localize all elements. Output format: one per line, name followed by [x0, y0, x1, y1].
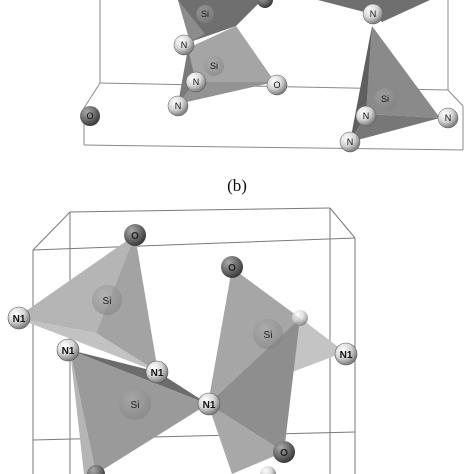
atom-partial-bottom: [87, 465, 105, 474]
atom-label: Si: [381, 94, 389, 104]
atom-o-bottom-mid: O: [221, 256, 243, 278]
atom-n-top-c: N: [167, 95, 189, 117]
atom-n1-left: N1: [7, 306, 31, 330]
si-tetrahedron-bottom-left: [16, 235, 158, 372]
atom-n-top-g: N: [437, 107, 459, 129]
atom-o-top-left: O: [80, 106, 100, 126]
atom-label: N1: [62, 346, 75, 357]
atom-n-top-b: N: [185, 71, 207, 93]
atom-si-bottom-lower: Si: [119, 388, 151, 420]
panel-bottom-structure: Si Si Si N1 N1 N1 N1 N1: [7, 207, 358, 474]
atom-label: N1: [340, 350, 353, 361]
atom-label: N: [363, 111, 370, 121]
atom-n1-center: N1: [197, 392, 221, 416]
atom-o-bottom-top: O: [124, 224, 146, 246]
atom-si-top-left-inner: Si: [204, 56, 224, 76]
atom-si-bottom-left: Si: [92, 285, 122, 315]
atom-o-bottom-lower: O: [273, 441, 295, 463]
atom-label: O: [228, 263, 236, 274]
atom-n-top-d: N: [362, 3, 384, 25]
atom-label: O: [86, 111, 93, 121]
atom-label: O: [273, 80, 280, 90]
atom-si-top-right: Si: [374, 88, 396, 110]
atom-si-bottom-right: Si: [253, 319, 283, 349]
atom-n1-center-left: N1: [145, 360, 169, 384]
atom-label: N1: [151, 368, 164, 379]
atom-partial-top: [257, 0, 273, 8]
atom-label: N: [445, 113, 452, 123]
atom-n1-left-lower: N1: [56, 338, 80, 362]
atom-label: Si: [210, 61, 218, 71]
atom-label: N: [175, 101, 182, 111]
atom-o-top-right: O: [266, 74, 288, 96]
atom-label: Si: [131, 400, 140, 411]
panel-caption: (b): [227, 176, 247, 195]
panel-top-structure: Si Si Si N N N N N: [80, 0, 464, 153]
atom-label: N: [347, 137, 354, 147]
atom-label: N1: [203, 400, 216, 411]
atom-back-unlabeled: [292, 310, 308, 326]
si-tetrahedron-bottom-right: [208, 268, 345, 474]
atom-label: N: [370, 9, 377, 19]
atom-label: Si: [103, 296, 112, 307]
atom-label: O: [131, 231, 139, 242]
atom-label: N1: [13, 314, 26, 325]
atom-si-top-left: Si: [196, 5, 214, 23]
atom-label: N: [181, 40, 188, 50]
atom-n-top-f: N: [339, 131, 361, 153]
atom-label: Si: [201, 9, 209, 19]
atom-label: N: [193, 77, 200, 87]
atom-n-top-a: N: [173, 34, 195, 56]
atom-n-top-e: N: [355, 105, 377, 127]
atom-label: Si: [264, 330, 273, 341]
atom-label: O: [280, 448, 288, 459]
atom-partial-bottom-right: [260, 466, 276, 474]
atom-n1-right: N1: [334, 342, 358, 366]
